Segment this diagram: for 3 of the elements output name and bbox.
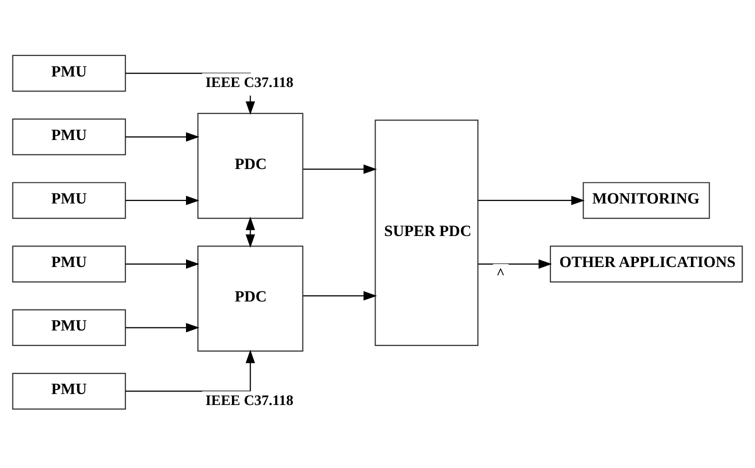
edge-label: IEEE C37.118 [206, 392, 294, 409]
edge-label: IEEE C37.118 [206, 74, 294, 91]
edge-label: ^ [496, 265, 505, 282]
